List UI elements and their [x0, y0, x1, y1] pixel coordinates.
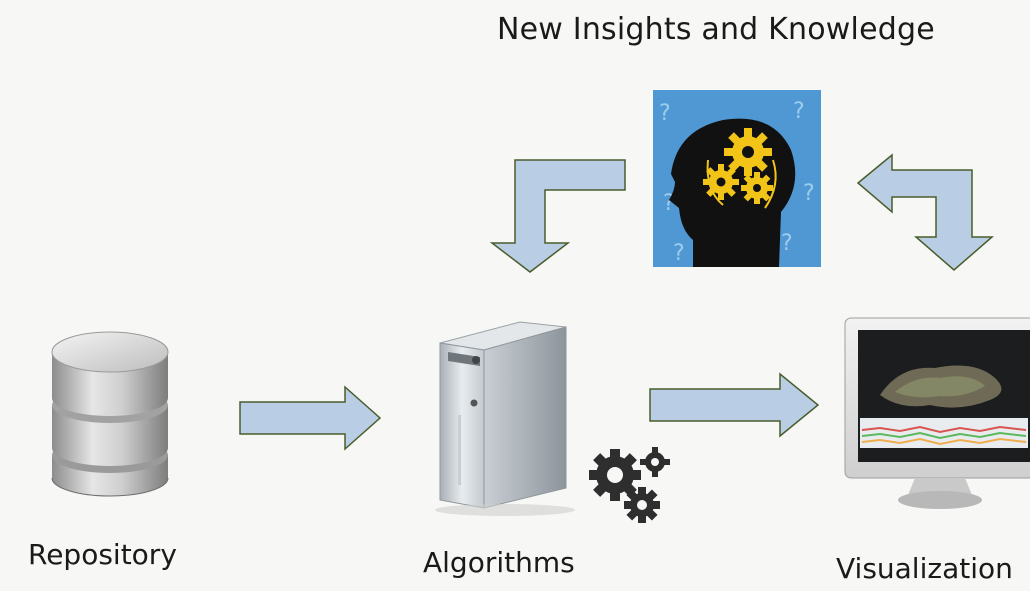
database-icon: [51, 331, 169, 497]
server-icon: [435, 321, 575, 516]
page-title: New Insights and Knowledge: [497, 12, 935, 47]
visualization-label: Visualization: [836, 552, 1013, 585]
svg-text:?: ?: [673, 241, 685, 266]
svg-text:?: ?: [793, 99, 805, 124]
brain-gears-icon: ??? ???: [653, 90, 821, 267]
arrow-vis-insights: [856, 153, 995, 271]
algorithms-label: Algorithms: [423, 546, 575, 579]
svg-text:?: ?: [781, 231, 793, 256]
svg-text:?: ?: [659, 101, 671, 126]
svg-text:?: ?: [663, 191, 675, 216]
arrow-algo-to-vis: [649, 372, 820, 438]
gears-icon: [589, 447, 670, 523]
monitor-icon: [844, 317, 1030, 509]
arrow-repo-to-algo: [239, 385, 382, 451]
repository-label: Repository: [28, 538, 177, 571]
svg-text:?: ?: [803, 181, 815, 206]
arrow-insights-to-algo: [489, 159, 626, 273]
